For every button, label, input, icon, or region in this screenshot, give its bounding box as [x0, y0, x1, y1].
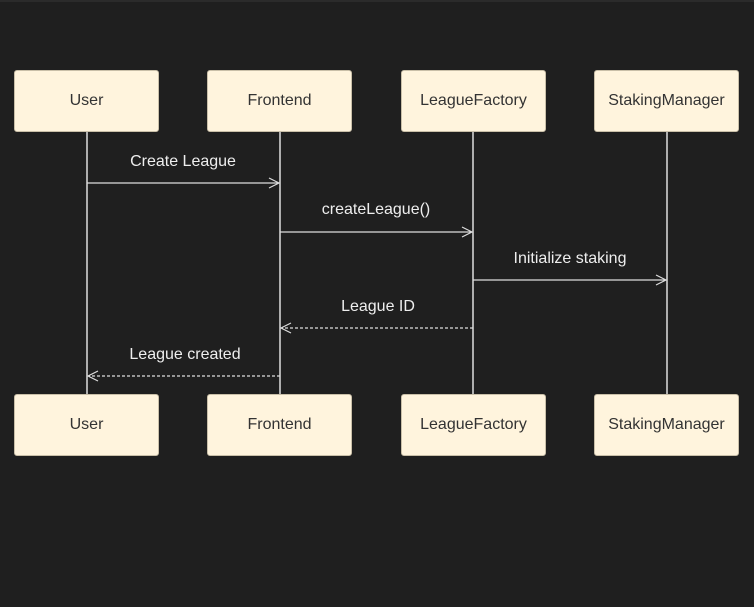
arrowhead-0	[268, 177, 281, 189]
arrowhead-3	[279, 322, 292, 334]
actor-top-user: User	[14, 70, 159, 132]
actor-bottom-frontend: Frontend	[207, 394, 352, 456]
message-label-createleague-call: createLeague()	[321, 201, 431, 218]
arrowhead-1	[461, 226, 474, 238]
message-label-league-id: League ID	[341, 298, 415, 315]
actor-label: LeagueFactory	[420, 416, 527, 433]
actor-bottom-leaguefactory: LeagueFactory	[401, 394, 546, 456]
arrowhead-4	[86, 370, 99, 382]
arrowhead-2	[655, 274, 668, 286]
actor-top-leaguefactory: LeagueFactory	[401, 70, 546, 132]
actor-label: Frontend	[247, 416, 312, 433]
actor-top-stakingmanager: StakingManager	[594, 70, 739, 132]
actor-top-frontend: Frontend	[207, 70, 352, 132]
actor-label: StakingManager	[608, 92, 725, 109]
actor-label: LeagueFactory	[420, 92, 527, 109]
actor-label: Frontend	[247, 92, 312, 109]
actor-bottom-user: User	[14, 394, 159, 456]
actor-bottom-stakingmanager: StakingManager	[594, 394, 739, 456]
actor-label: StakingManager	[608, 416, 725, 433]
message-label-initialize-staking: Initialize staking	[513, 250, 627, 267]
actor-label: User	[69, 92, 104, 109]
message-label-league-created: League created	[129, 346, 241, 363]
message-label-create-league: Create League	[130, 153, 236, 170]
actor-label: User	[69, 416, 104, 433]
